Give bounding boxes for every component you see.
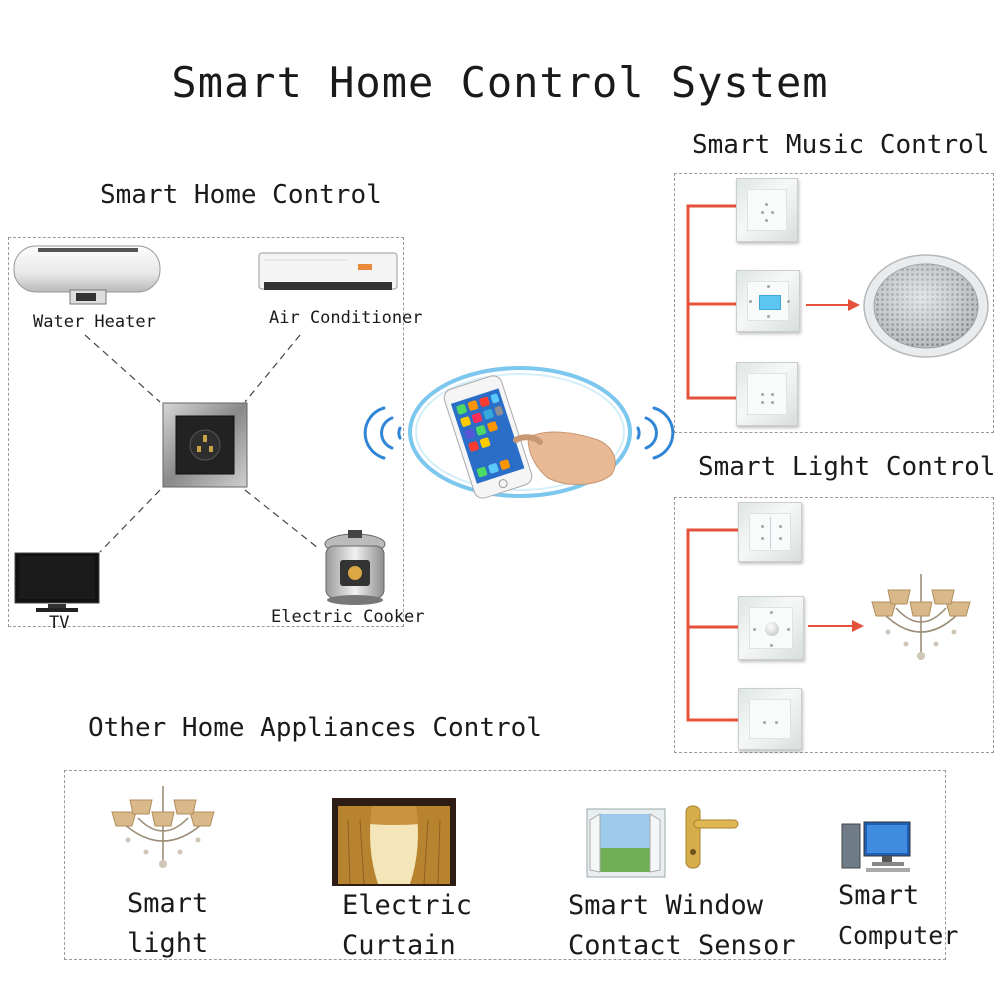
water-heater-icon — [12, 244, 162, 305]
light-control-box — [674, 497, 994, 753]
ceiling-speaker-icon — [860, 252, 990, 360]
music-control-title: Smart Music Control — [692, 130, 990, 160]
chandelier-icon — [866, 572, 976, 682]
door-handle-icon — [682, 804, 744, 870]
electric-cooker-icon — [318, 530, 392, 606]
smart-computer-label: Smart Computer — [838, 880, 959, 950]
light-switch-top[interactable] — [738, 502, 802, 562]
music-control-panel[interactable] — [736, 270, 800, 332]
computer-icon — [840, 820, 912, 874]
smart-window-icon — [586, 808, 666, 878]
wifi-left-icon — [363, 406, 402, 460]
electric-curtain-icon — [332, 798, 456, 886]
smart-light-icon — [108, 786, 218, 884]
electric-cooker-label: Electric Cooker — [271, 607, 425, 627]
dimmer-knob[interactable] — [765, 622, 779, 636]
air-conditioner-icon — [258, 252, 398, 298]
tv-icon — [14, 552, 100, 614]
other-control-title: Other Home Appliances Control — [88, 713, 542, 743]
water-heater-label: Water Heater — [33, 312, 156, 332]
light-control-title: Smart Light Control — [698, 452, 996, 482]
music-control-box — [674, 173, 994, 433]
air-conditioner-label: Air Conditioner — [269, 308, 423, 328]
tv-label: TV — [49, 613, 70, 633]
music-switch-bottom[interactable] — [736, 362, 798, 426]
home-control-title: Smart Home Control — [100, 180, 382, 210]
smart-light-label: Smart light — [127, 888, 209, 959]
wifi-right-icon — [636, 406, 675, 460]
home-control-box — [8, 237, 404, 627]
music-switch-top[interactable] — [736, 178, 798, 242]
smart-window-label: Smart Window Contact Sensor — [568, 890, 796, 961]
page-title: Smart Home Control System — [171, 58, 829, 107]
smart-socket-icon — [162, 402, 248, 488]
electric-curtain-label: Electric Curtain — [342, 890, 473, 961]
other-control-box — [64, 770, 946, 960]
light-dimmer-panel[interactable] — [738, 596, 804, 660]
lcd-display — [759, 295, 781, 310]
light-switch-bottom[interactable] — [738, 688, 802, 750]
